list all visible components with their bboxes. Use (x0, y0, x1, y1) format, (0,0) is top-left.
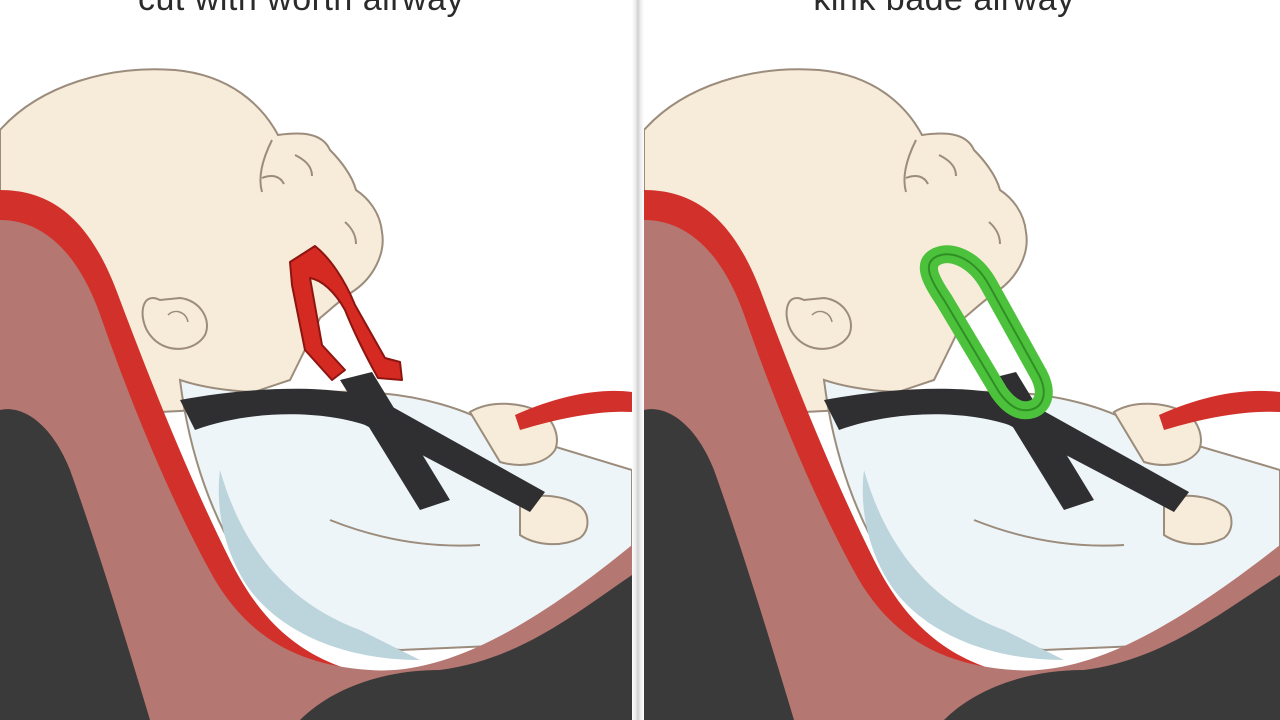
panel-divider (632, 0, 644, 720)
right-caption: kink bade airway (644, 0, 1262, 19)
baby-ear (141, 296, 208, 350)
kinked-airway-icon (289, 245, 403, 381)
car-seat (644, 190, 1280, 720)
baby-ear (785, 296, 852, 350)
open-airway-icon (919, 245, 1053, 420)
right-scene (644, 68, 1280, 720)
right-panel: kink bade airway (644, 0, 1280, 720)
left-scene (0, 68, 632, 720)
harness-strap (180, 372, 545, 512)
left-caption: cut with worth airway (0, 0, 617, 19)
car-seat (0, 190, 632, 720)
left-panel: cut with worth airway (0, 0, 632, 720)
baby-body (178, 378, 632, 660)
